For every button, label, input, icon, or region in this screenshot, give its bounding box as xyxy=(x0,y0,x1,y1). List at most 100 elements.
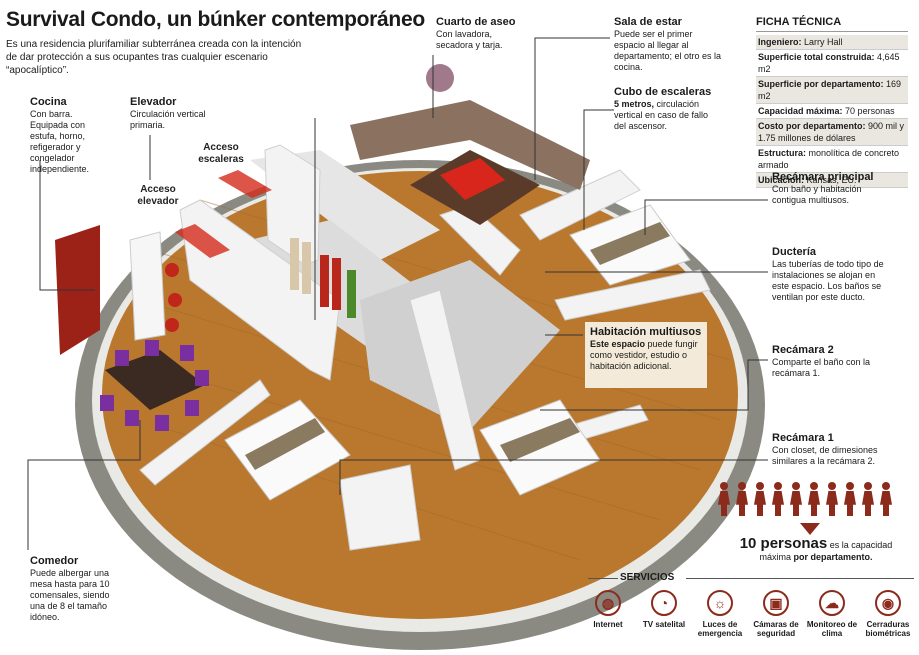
person-icon xyxy=(842,482,858,516)
ficha-value: monolítica de concreto armado xyxy=(758,148,900,170)
person-icon xyxy=(770,482,786,516)
person-icon xyxy=(878,482,894,516)
ficha-row: Superficie total construida: 4,645 m2 xyxy=(756,50,908,77)
people-icons xyxy=(716,482,916,518)
person-icon xyxy=(734,482,750,516)
servicios-divider-left xyxy=(588,578,618,579)
ficha-row: Superficie por departamento: 169 m2 xyxy=(756,77,908,104)
ficha-key: Ubicación: xyxy=(758,175,805,185)
kitchen-bar xyxy=(129,231,166,341)
bed-recamara-1 xyxy=(224,399,351,501)
label-recamara-2: Recámara 2 Comparte el baño con la recám… xyxy=(772,344,882,379)
recamara1-title: Recámara 1 xyxy=(772,432,834,444)
elevador-text: Circulación vertical primaria. xyxy=(130,109,206,130)
ficha-value: Larry Hall xyxy=(801,37,843,47)
capacity-big: 10 personas xyxy=(739,535,828,552)
capacity-text: 10 personas es la capacidad máxima por d… xyxy=(716,535,916,563)
label-cocina: Cocina Con barra. Equipada con estufa, h… xyxy=(30,96,105,175)
servicio-item: ◔TV satelital xyxy=(638,590,690,629)
person-icon xyxy=(824,482,840,516)
label-cubo-escaleras: Cubo de escaleras 5 metros, circulación … xyxy=(614,86,714,132)
comedor-title: Comedor xyxy=(30,555,79,567)
person-icon xyxy=(788,482,804,516)
ficha-row: Estructura: monolítica de concreto armad… xyxy=(756,146,908,173)
page-title: Survival Condo, un búnker contemporáneo xyxy=(6,8,425,31)
globe-icon: ◍ xyxy=(595,590,621,616)
dining-chairs xyxy=(100,340,209,431)
habitacion-bold: Este espacio xyxy=(590,339,646,349)
cuarto-aseo-title: Cuarto de aseo xyxy=(436,16,516,28)
label-comedor: Comedor Puede albergar una mesa hasta pa… xyxy=(30,555,110,623)
cubo-bold: 5 metros, xyxy=(614,99,655,109)
label-sala-estar: Sala de estar Puede ser el primer espaci… xyxy=(614,16,726,73)
ficha-row: Ubicación: Kansas, EU. xyxy=(756,173,908,188)
cocina-text: Con barra. Equipada con estufa, horno, r… xyxy=(30,109,90,174)
servicio-label: Cerraduras biométricas xyxy=(865,620,911,638)
capacity-small1: es la capacidad xyxy=(829,540,893,550)
ficha-key: Ingeniero: xyxy=(758,37,802,47)
ficha-key: Capacidad máxima: xyxy=(758,106,843,116)
label-habitacion-multiusos: Habitación multiusos Este espacio puede … xyxy=(585,322,707,388)
access-arrows xyxy=(175,170,272,258)
bed-recamara-2 xyxy=(479,399,601,496)
habitacion-title: Habitación multiusos xyxy=(590,326,702,338)
recamara2-text: Comparte el baño con la recámara 1. xyxy=(772,357,871,378)
servicio-item: ◍ Internet xyxy=(582,590,634,629)
dining-table xyxy=(105,350,205,410)
capacity-arrow xyxy=(800,523,820,535)
ficha-row: Ingeniero: Larry Hall xyxy=(756,35,908,50)
label-elevador: Elevador Circulación vertical primaria. xyxy=(130,96,220,131)
page-subtitle: Es una residencia plurifamiliar subterrá… xyxy=(6,39,302,76)
plant xyxy=(426,64,454,92)
cuarto-aseo-text: Con lavadora, secadora y tarja. xyxy=(436,29,503,50)
acceso-escaleras-label: Acceso escaleras xyxy=(198,142,244,165)
ficha-value: Kansas, EU. xyxy=(804,175,857,185)
label-cuarto-aseo: Cuarto de aseo Con lavadora, secadora y … xyxy=(436,16,526,51)
servicio-item: ▣ Cámaras de seguridad xyxy=(750,590,802,638)
cocina-title: Cocina xyxy=(30,96,67,108)
elevador-title: Elevador xyxy=(130,96,177,108)
recamara2-title: Recámara 2 xyxy=(772,344,834,356)
comedor-text: Puede albergar una mesa hasta para 10 co… xyxy=(30,568,110,622)
servicio-item: ◉Cerraduras biométricas xyxy=(862,590,914,638)
servicio-item: ☁Monitoreo de clima xyxy=(806,590,858,638)
person-icon xyxy=(716,482,732,516)
coffee-table xyxy=(440,158,505,200)
ficha-title: FICHA TÉCNICA xyxy=(756,16,908,32)
person-icon xyxy=(806,482,822,516)
ficha-key: Superficie por departamento: xyxy=(758,79,884,89)
tile-floor xyxy=(360,260,560,430)
interior-walls xyxy=(139,144,711,551)
servicios-divider-right xyxy=(686,578,914,579)
servicio-label: Internet xyxy=(593,620,623,629)
leader-lines xyxy=(27,37,768,550)
servicio-label: Cámaras de seguridad xyxy=(753,620,799,638)
servicio-item: ☼ Luces de emergencia xyxy=(694,590,746,638)
camera-icon: ▣ xyxy=(763,590,789,616)
lightbulb-icon: ☼ xyxy=(707,590,733,616)
ficha-row: Costo por departamento: 900 mil y 1.75 m… xyxy=(756,119,908,146)
servicio-label: Monitoreo de clima xyxy=(806,620,858,638)
ficha-key: Estructura: xyxy=(758,148,807,158)
cubo-title: Cubo de escaleras xyxy=(614,86,712,98)
capacity-bold2: por departamento. xyxy=(793,552,873,562)
cubo-text: circulación vertical en caso de fallo de… xyxy=(614,99,709,131)
label-recamara-1: Recámara 1 Con closet, de dimesiones sim… xyxy=(772,432,892,467)
ficha-value: 169 m2 xyxy=(758,79,902,101)
bed-principal xyxy=(569,204,691,286)
stools xyxy=(165,263,182,332)
pipes xyxy=(290,238,356,318)
ficha-row: Capacidad máxima: 70 personas xyxy=(756,104,908,119)
servicios-title: SERVICIOS xyxy=(620,572,675,583)
ficha-value: 900 mil y 1.75 millones de dólares xyxy=(758,121,905,143)
servicio-label: Luces de emergencia xyxy=(697,620,743,638)
acceso-elevador-label: Acceso elevador xyxy=(137,184,179,207)
servicio-label: TV satelital xyxy=(642,620,686,629)
ficha-key: Costo por departamento: xyxy=(758,121,866,131)
ducteria-text: Las tuberías de todo tipo de instalacion… xyxy=(772,259,884,302)
habitacion-text: puede fungir como vestidor, estudio o ha… xyxy=(590,339,698,371)
person-icon xyxy=(860,482,876,516)
